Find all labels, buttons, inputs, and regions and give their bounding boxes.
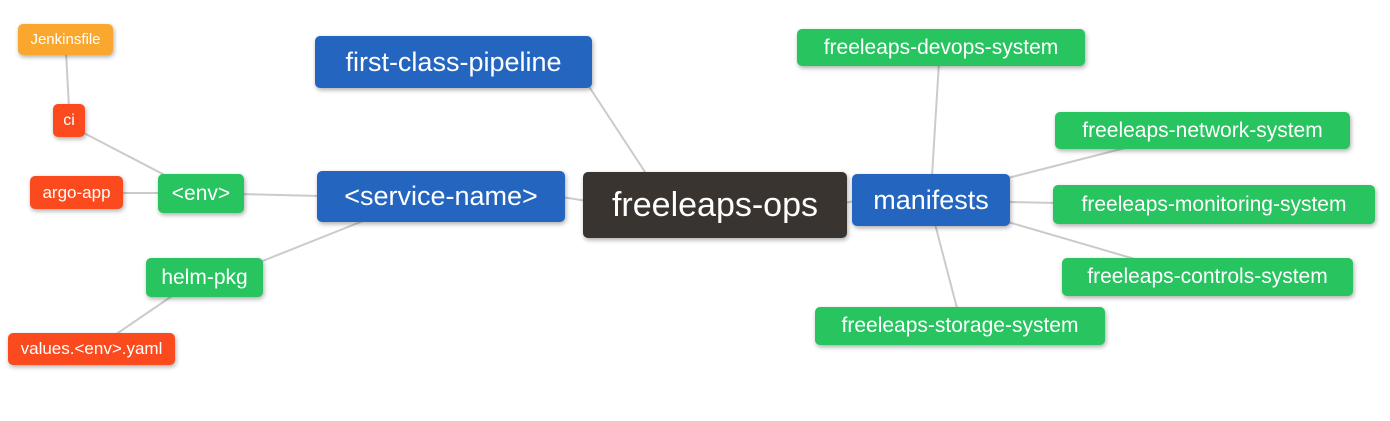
edge-manifests-network <box>1007 147 1126 179</box>
node-env[interactable]: <env> <box>158 174 244 213</box>
edge-jenkinsfile-ci <box>65 51 70 109</box>
node-helm-pkg[interactable]: helm-pkg <box>146 258 263 297</box>
node-freeleaps-monitoring-system[interactable]: freeleaps-monitoring-system <box>1053 185 1375 224</box>
node-freeleaps-network-system[interactable]: freeleaps-network-system <box>1055 112 1350 149</box>
edge-first-class-pipeline-root <box>587 84 648 176</box>
node-values-env-yaml[interactable]: values.<env>.yaml <box>8 333 175 365</box>
node-freeleaps-devops-system[interactable]: freeleaps-devops-system <box>797 29 1085 66</box>
edge-manifests-monitoring <box>1007 201 1057 204</box>
node-ci[interactable]: ci <box>53 104 85 137</box>
edge-manifests-devops <box>931 61 940 177</box>
edge-manifests-storage <box>934 223 959 313</box>
node-argo-app[interactable]: argo-app <box>30 176 123 209</box>
edge-service-name-helm-pkg <box>254 218 369 265</box>
node-freeleaps-controls-system[interactable]: freeleaps-controls-system <box>1062 258 1353 296</box>
edge-manifests-controls <box>1007 221 1146 263</box>
edge-env-service-name <box>239 193 321 197</box>
edge-service-name-root <box>561 196 588 202</box>
node-manifests[interactable]: manifests <box>852 174 1010 226</box>
edge-helm-pkg-values <box>111 293 176 338</box>
node-jenkinsfile[interactable]: Jenkinsfile <box>18 24 113 55</box>
node-root-freeleaps-ops[interactable]: freeleaps-ops <box>583 172 847 238</box>
node-first-class-pipeline[interactable]: first-class-pipeline <box>315 36 592 88</box>
node-freeleaps-storage-system[interactable]: freeleaps-storage-system <box>815 307 1105 345</box>
node-service-name[interactable]: <service-name> <box>317 171 565 222</box>
edge-ci-env <box>81 131 179 183</box>
